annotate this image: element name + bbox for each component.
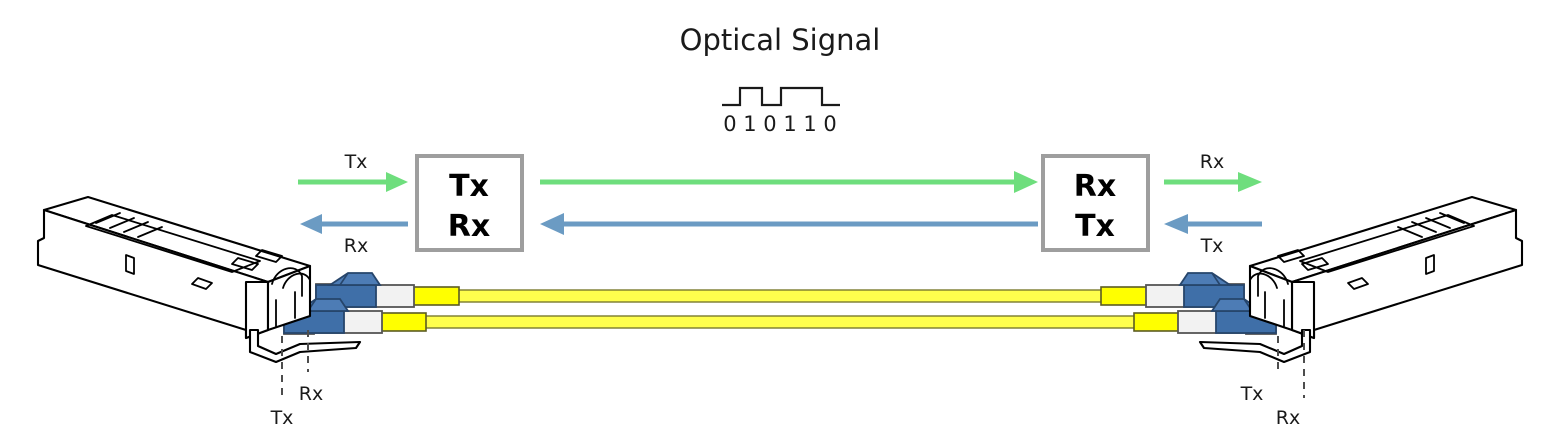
right-outer-tx-arrow — [1164, 214, 1262, 234]
left-outer-tx-arrow — [298, 172, 408, 192]
left-outer-rx-arrow — [300, 214, 408, 234]
left-sfp-module — [36, 195, 362, 398]
right-tx-arrow-label: Tx — [1200, 235, 1224, 257]
left-module-tx-label: Tx — [270, 407, 294, 429]
right-module-tx-label: Tx — [1240, 383, 1264, 405]
left-module-rx-label: Rx — [299, 383, 323, 405]
middle-rx-to-tx-arrow — [540, 213, 1038, 235]
left-rx-arrow-label: Rx — [344, 235, 368, 257]
right-sfp-module — [1198, 195, 1524, 398]
right-outer-rx-arrow — [1164, 172, 1262, 192]
bit-sequence-label: 0 1 0 1 1 0 — [723, 112, 837, 136]
fiber-cable-upper — [399, 289, 1161, 303]
left-tx-arrow-label: Tx — [344, 151, 368, 173]
right-box-line2: Tx — [1075, 209, 1115, 244]
left-transceiver-box — [415, 154, 524, 252]
right-module-rx-label: Rx — [1276, 407, 1300, 429]
right-rx-arrow-label: Rx — [1200, 151, 1224, 173]
page-title: Optical Signal — [680, 23, 881, 57]
left-box-line1: Tx — [449, 169, 489, 204]
right-transceiver-box — [1041, 154, 1150, 252]
left-box-line2: Rx — [448, 209, 490, 244]
right-box-line1: Rx — [1074, 169, 1116, 204]
optical-signal-waveform — [722, 86, 840, 107]
fiber-cable-lower — [399, 315, 1161, 329]
middle-tx-to-rx-arrow — [540, 171, 1038, 193]
